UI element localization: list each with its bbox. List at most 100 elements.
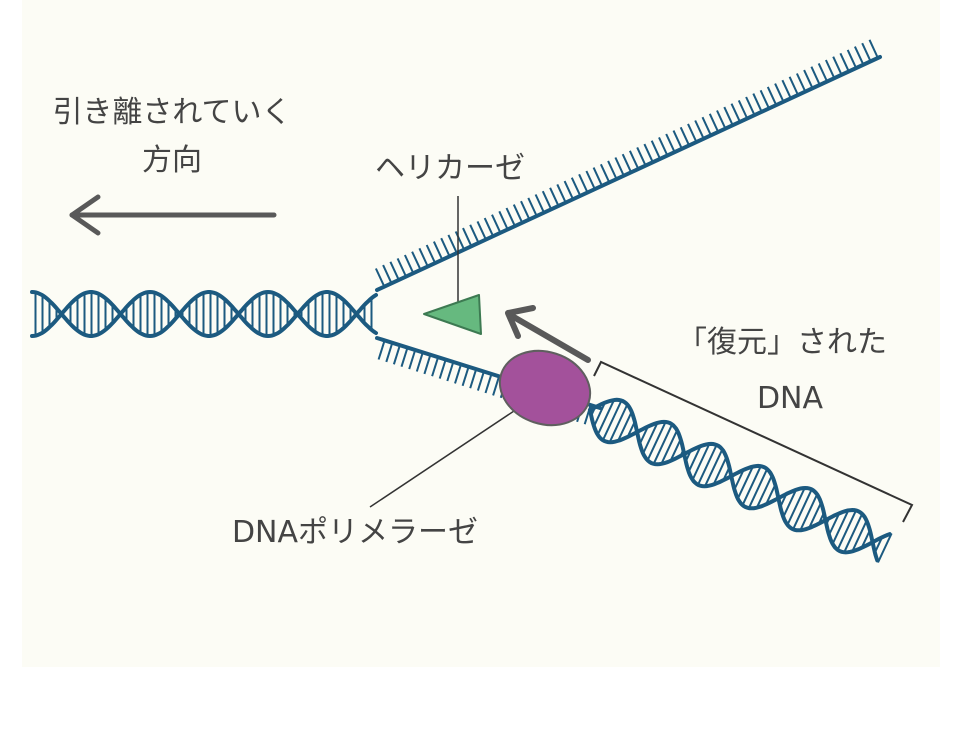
base-pair-rung [765, 484, 777, 505]
strand-base-tick [411, 251, 422, 271]
parental-dna-strand-a [30, 290, 378, 339]
restored-dna-base-pairs [590, 399, 893, 563]
base-pair-rung [669, 438, 682, 462]
strand-base-tick [520, 200, 531, 220]
base-pair-rung [712, 456, 728, 485]
upper-strand-bases [374, 39, 879, 288]
strand-base-tick [469, 368, 478, 389]
dna-polymerase-ellipse [498, 349, 592, 427]
strand-base-tick [438, 359, 447, 379]
strand-base-tick [408, 349, 417, 370]
strand-base-tick [628, 150, 640, 170]
strand-base-tick [708, 113, 720, 133]
base-pair-rung [792, 488, 813, 530]
base-pair-rung [799, 493, 819, 531]
strand-base-tick [527, 197, 538, 217]
strand-base-tick [650, 140, 662, 160]
strand-base-tick [759, 89, 770, 109]
strand-base-tick [425, 244, 437, 264]
strand-base-tick [454, 364, 462, 384]
base-pair-rung [704, 448, 724, 487]
strand-base-tick [810, 66, 821, 86]
restored-dna-helix [588, 397, 893, 563]
strand-base-tick [766, 86, 778, 106]
strand-base-tick [541, 190, 553, 210]
strand-base-tick [803, 69, 814, 89]
base-pair-rung [593, 402, 606, 427]
strand-base-tick [687, 123, 698, 143]
strand-base-tick [446, 361, 455, 382]
strand-base-tick [737, 99, 749, 119]
polymerase-movement-arrow [505, 305, 591, 363]
parental-dna-helix [30, 289, 378, 339]
strand-base-tick [607, 160, 618, 180]
strand-base-tick [846, 49, 858, 69]
strand-base-tick [492, 376, 501, 396]
base-pair-rung [638, 426, 649, 445]
strand-base-tick [556, 183, 567, 204]
helicase-triangle [423, 294, 482, 335]
base-pair-rung [831, 509, 850, 545]
upper-strand-backbone [375, 55, 882, 292]
strand-base-tick [665, 133, 676, 153]
strand-base-tick [817, 62, 829, 82]
strand-base-tick [585, 170, 596, 190]
strand-base-tick [403, 254, 415, 274]
base-pair-rung [733, 469, 745, 490]
parental-dna-base-pairs [34, 292, 373, 336]
base-pair-rung [646, 421, 667, 461]
strand-base-tick [861, 42, 872, 62]
strand-base-tick [723, 106, 734, 126]
base-pair-rung [596, 399, 615, 436]
strand-base-tick [716, 110, 727, 130]
strand-base-tick [462, 227, 473, 247]
restored-dna-strand-a [588, 408, 880, 563]
strand-base-tick [570, 177, 582, 197]
strand-base-tick [476, 220, 487, 241]
base-pair-rung [741, 465, 762, 506]
strand-base-tick [614, 157, 625, 177]
strand-base-tick [832, 56, 843, 76]
base-pair-rung [808, 502, 823, 529]
strand-base-tick [853, 46, 865, 66]
base-pair-rung [736, 466, 754, 500]
base-pair-rung [843, 513, 864, 553]
base-pair-rung [877, 532, 893, 563]
base-pair-rung [782, 489, 798, 518]
base-pair-rung [860, 529, 871, 549]
strand-base-tick [483, 217, 495, 237]
base-pair-rung [652, 423, 674, 465]
strand-base-tick [672, 130, 683, 150]
strand-base-tick [469, 224, 480, 244]
strand-base-tick [498, 210, 509, 230]
strand-base-tick [491, 214, 502, 234]
strand-base-tick [781, 79, 792, 99]
strand-base-tick [752, 93, 763, 113]
base-pair-rung [697, 444, 718, 486]
strand-base-tick [505, 207, 516, 227]
strand-base-tick [824, 59, 836, 79]
base-pair-rung [828, 512, 841, 536]
strand-base-tick [432, 241, 444, 261]
direction-label-line1: 引き離されていく [52, 95, 291, 130]
base-pair-rung [687, 445, 702, 473]
strand-base-tick [385, 342, 394, 363]
strand-base-tick [592, 167, 603, 187]
base-pair-rung [836, 509, 857, 551]
base-pair-rung [755, 475, 773, 509]
direction-label-line2: 方向 [142, 143, 202, 178]
strand-base-tick [415, 352, 424, 372]
strand-base-tick [658, 136, 669, 156]
parental-dna-strand-b [30, 289, 378, 338]
strand-base-tick [431, 356, 440, 377]
strand-base-tick [788, 76, 799, 96]
base-pair-rung [691, 443, 711, 481]
strand-base-tick [795, 73, 807, 93]
strand-base-tick [774, 83, 785, 103]
strand-base-tick [392, 344, 401, 365]
strand-base-tick [868, 39, 879, 59]
separation-direction-arrow [69, 194, 277, 236]
base-pair-rung [851, 520, 868, 552]
strand-base-tick [440, 237, 451, 257]
